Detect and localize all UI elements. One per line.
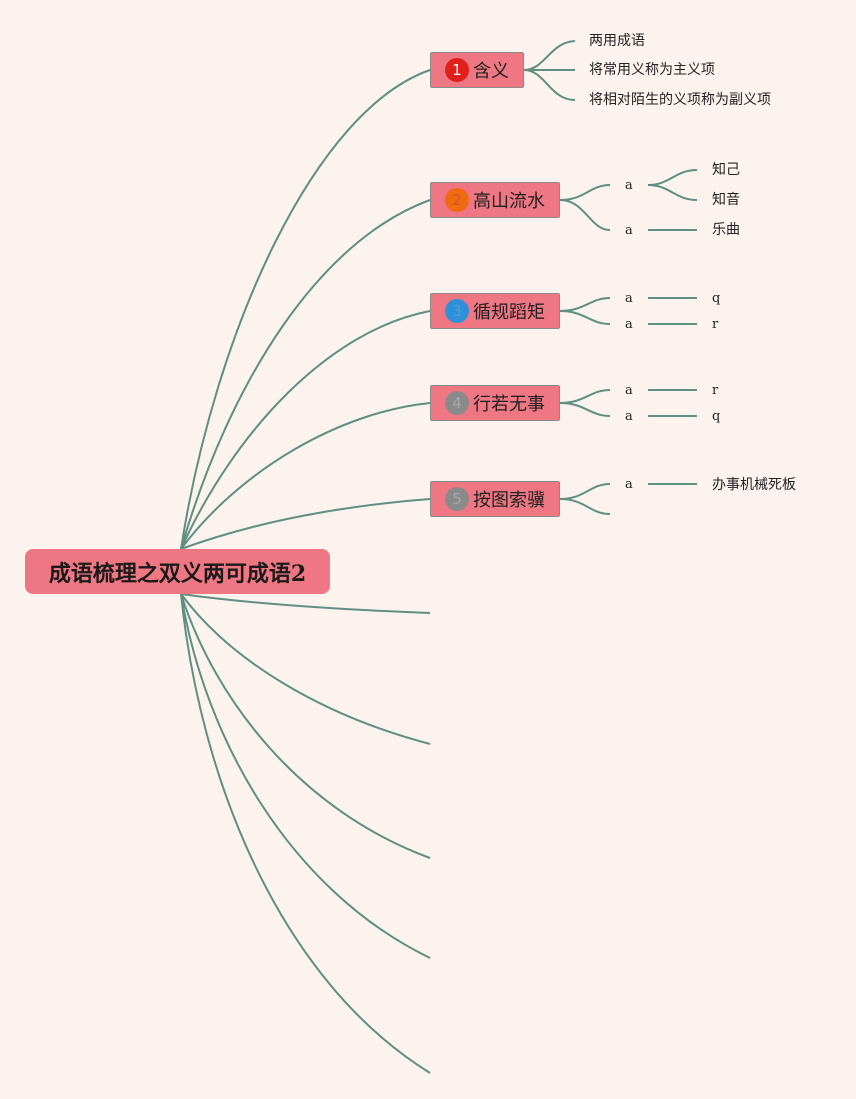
central-topic-label: 成语梳理之双义两可成语2 (48, 560, 307, 587)
number-3-icon: 3 (445, 299, 469, 323)
leaf-4-2[interactable]: q (712, 409, 721, 424)
topic-5[interactable]: 5 按图索骥 (430, 481, 560, 517)
topic-3-label: 循规蹈矩 (473, 302, 545, 323)
edge-root-5 (180, 498, 431, 550)
topic-2-label: 高山流水 (473, 191, 545, 212)
edge-root-1 (180, 69, 431, 550)
topic-3[interactable]: 3 循规蹈矩 (430, 293, 560, 329)
leaf-4-1[interactable]: r (712, 383, 719, 398)
topic-5-label: 按图索骥 (473, 490, 545, 511)
edge-root-6 (180, 593, 431, 614)
number-4-icon: 4 (445, 391, 469, 415)
leaf-2-2-1[interactable]: 乐曲 (712, 222, 740, 238)
subtopic-4-2[interactable]: a (625, 409, 633, 424)
edge-root-8 (180, 593, 431, 859)
leaf-1-3[interactable]: 将相对陌生的义项称为副义项 (589, 92, 771, 108)
topic-2[interactable]: 2 高山流水 (430, 182, 560, 218)
topic-1-label: 含义 (473, 61, 509, 82)
edge-root-10 (180, 593, 431, 1074)
topic-4-label: 行若无事 (473, 394, 545, 415)
number-5-icon: 5 (445, 487, 469, 511)
subtopic-2-2[interactable]: a (625, 223, 633, 238)
leaf-1-2[interactable]: 将常用义称为主义项 (589, 62, 715, 78)
edge-root-3 (180, 310, 431, 550)
subtopic-3-1[interactable]: a (625, 291, 633, 306)
edge-root-7 (180, 593, 431, 745)
subtopic-2-1[interactable]: a (625, 178, 633, 193)
number-1-icon: 1 (445, 58, 469, 82)
leaf-1-1[interactable]: 两用成语 (589, 33, 645, 49)
subtopic-4-1[interactable]: a (625, 383, 633, 398)
edge-root-2 (180, 199, 431, 550)
leaf-5-1[interactable]: 办事机械死板 (712, 477, 796, 493)
subtopic-5-1[interactable]: a (625, 477, 633, 492)
edge-root-9 (180, 593, 431, 959)
edge-root-4 (180, 402, 431, 550)
leaf-3-2[interactable]: r (712, 317, 719, 332)
number-2-icon: 2 (445, 188, 469, 212)
subtopic-3-2[interactable]: a (625, 317, 633, 332)
topic-4[interactable]: 4 行若无事 (430, 385, 560, 421)
leaf-2-1-1[interactable]: 知己 (712, 162, 740, 178)
leaf-3-1[interactable]: q (712, 291, 721, 306)
leaf-2-1-2[interactable]: 知音 (712, 192, 740, 208)
central-topic[interactable]: 成语梳理之双义两可成语2 (25, 549, 330, 594)
topic-1[interactable]: 1 含义 (430, 52, 524, 88)
